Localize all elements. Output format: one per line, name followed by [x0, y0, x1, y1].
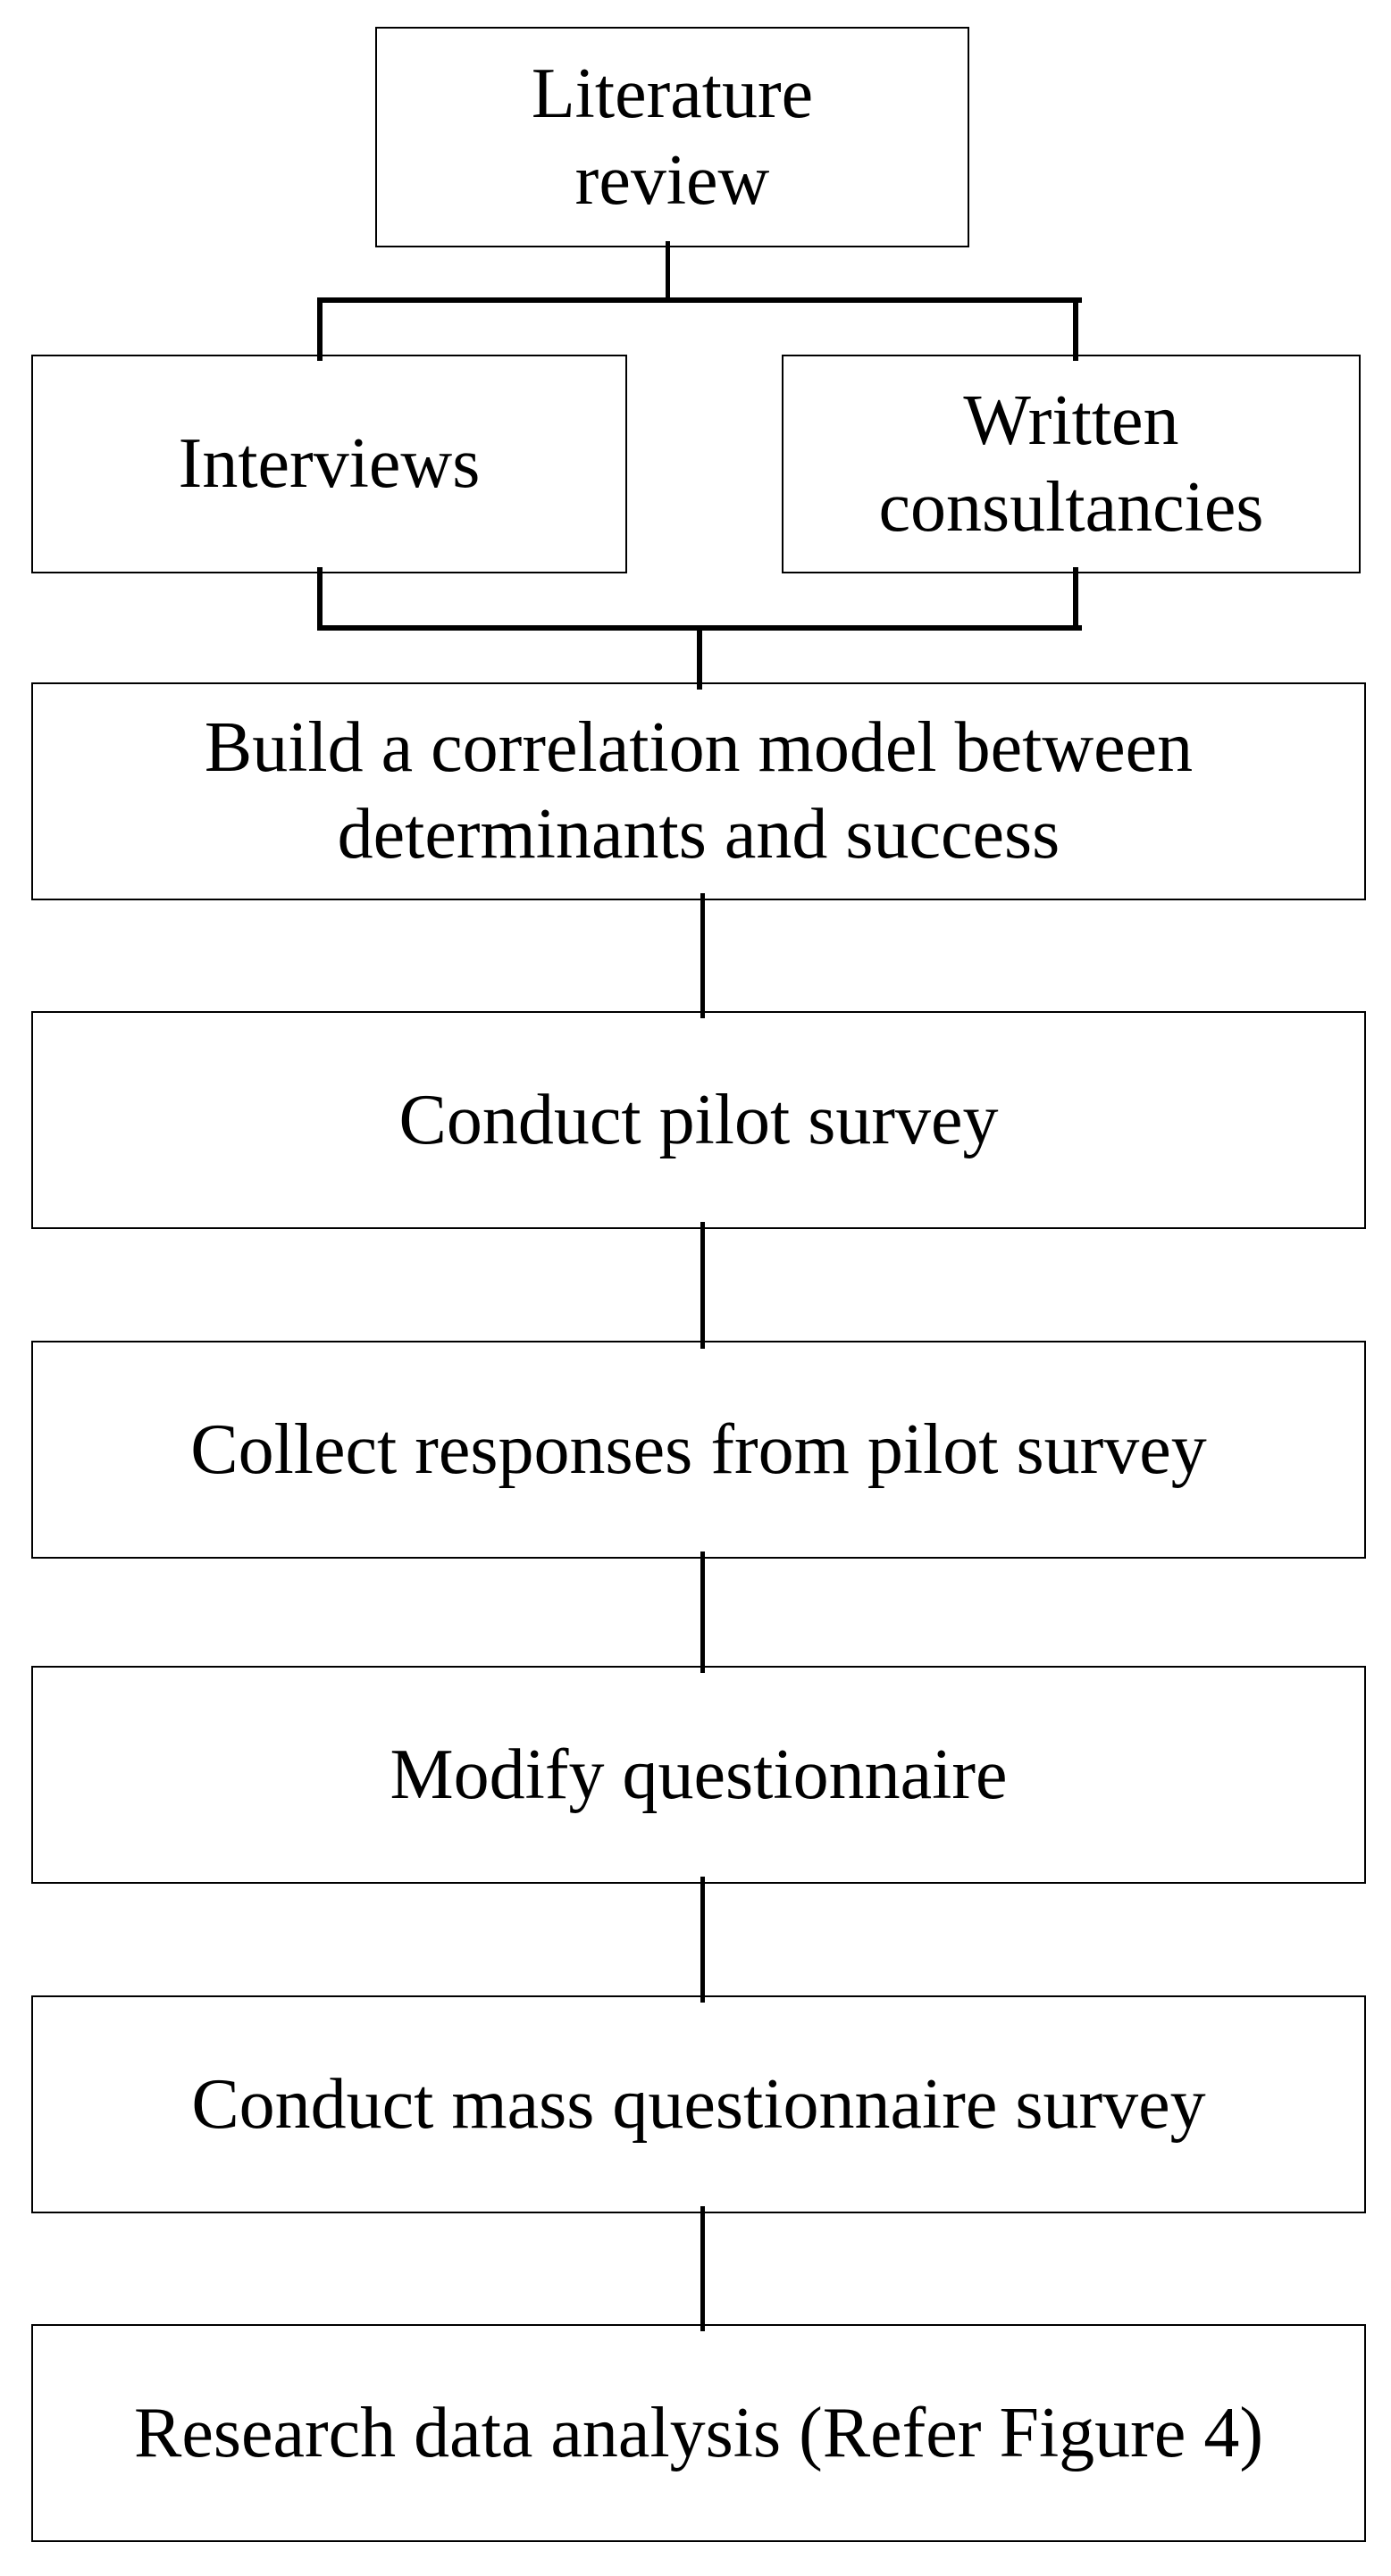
connector-split-right-leg	[1073, 297, 1078, 361]
node-interviews: Interviews	[31, 355, 627, 573]
node-collect-pilot-responses: Collect responses from pilot survey	[31, 1341, 1366, 1559]
connector-merge-down	[697, 625, 702, 690]
connector-merge-right-leg	[1073, 567, 1078, 631]
node-label-line: consultancies	[878, 467, 1264, 547]
node-label-line: Conduct mass questionnaire survey	[191, 2064, 1206, 2144]
node-label-line: Literature	[531, 54, 814, 133]
node-label-line: Written	[963, 381, 1179, 460]
connector-collect-to-modify	[700, 1551, 705, 1673]
connector-modify-to-mass	[700, 1877, 705, 2003]
connector-build-to-pilot	[700, 893, 705, 1018]
node-modify-questionnaire: Modify questionnaire	[31, 1666, 1366, 1884]
node-label-line: Modify questionnaire	[390, 1735, 1008, 1814]
node-label-line: review	[574, 140, 770, 220]
connector-mass-to-research	[700, 2206, 705, 2331]
node-conduct-pilot-survey: Conduct pilot survey	[31, 1011, 1366, 1229]
node-build-correlation-model: Build a correlation model between determ…	[31, 682, 1366, 900]
node-label-line: Collect responses from pilot survey	[190, 1409, 1207, 1489]
connector-merge-left-leg	[317, 567, 323, 631]
node-research-data-analysis: Research data analysis (Refer Figure 4)	[31, 2324, 1366, 2542]
connector-split-left-leg	[317, 297, 323, 361]
connector-split-bar	[317, 297, 1082, 303]
connector-literature-down	[666, 241, 670, 302]
node-conduct-mass-survey: Conduct mass questionnaire survey	[31, 1995, 1366, 2213]
node-label-line: determinants and success	[337, 795, 1060, 874]
node-label-line: Research data analysis (Refer Figure 4)	[134, 2393, 1263, 2472]
connector-pilot-to-collect	[700, 1222, 705, 1349]
node-label-line: Interviews	[178, 424, 481, 503]
node-written-consultancies: Written consultancies	[782, 355, 1361, 573]
node-literature-review: Literature review	[375, 27, 969, 247]
node-label-line: Build a correlation model between	[204, 708, 1194, 787]
node-label-line: Conduct pilot survey	[398, 1080, 999, 1159]
